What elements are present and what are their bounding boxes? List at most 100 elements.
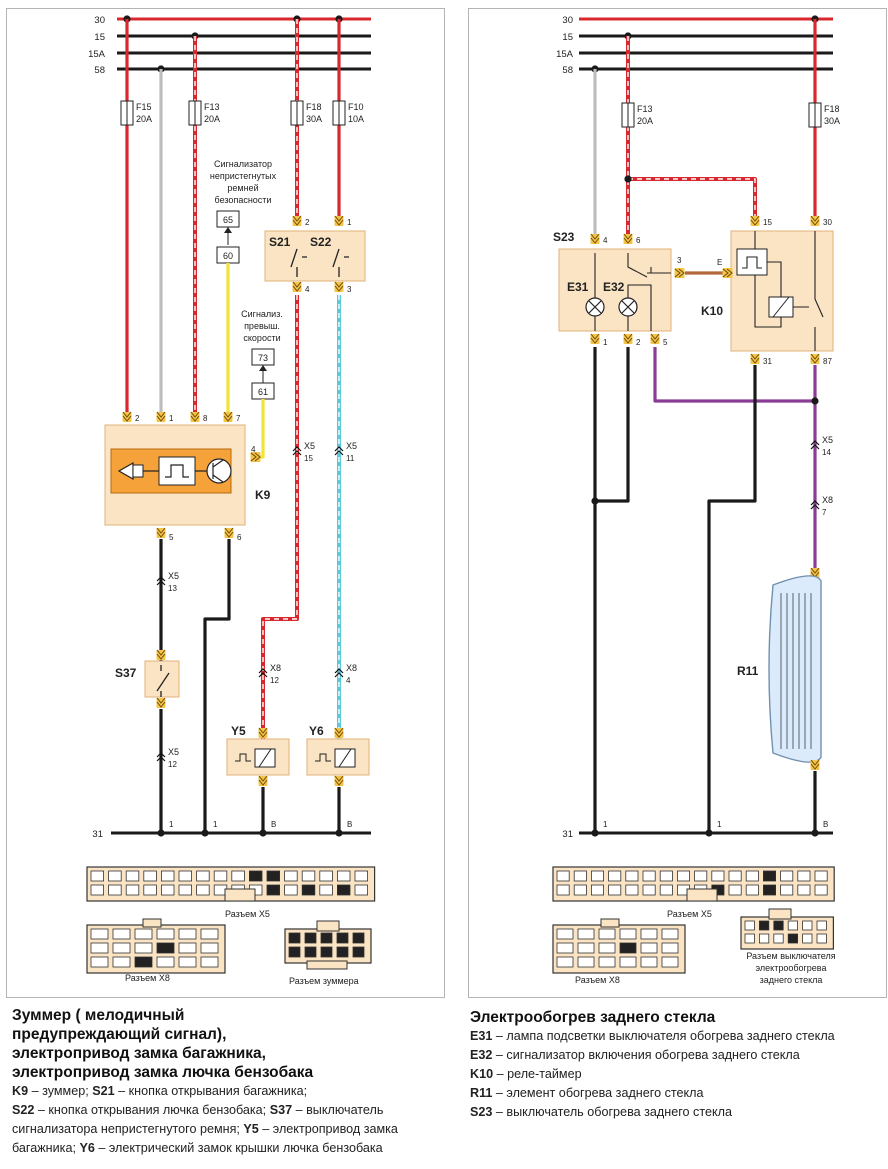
connector-x5-caption: Разъем X5	[667, 909, 712, 919]
pin-label: 6	[237, 533, 242, 542]
pin-label: 2	[305, 218, 310, 227]
heater-switch-connector-caption: электрообогрева	[756, 963, 827, 973]
connector-cell	[591, 884, 605, 896]
wire-f13-k10	[628, 177, 757, 224]
connector-cell	[640, 956, 658, 968]
caption-right-legend-code: K10	[470, 1067, 494, 1081]
caption-left-title-line: электропривод замка багажника,	[12, 1045, 266, 1062]
connector-cell	[336, 884, 351, 896]
connector-cell	[619, 942, 637, 954]
caption-left-legend-code: S37	[269, 1103, 293, 1117]
connector-cell	[266, 870, 281, 882]
connector-cell	[200, 928, 219, 940]
wire-f13-k10-stripe	[628, 178, 756, 224]
bus-label: 15A	[556, 49, 574, 60]
timer-icon	[736, 248, 768, 276]
relay-k10-block	[730, 230, 834, 352]
caption-right-title-line: Электрообогрев заднего стекла	[470, 1009, 716, 1026]
fuse-rating: 20A	[637, 116, 653, 126]
connector-cell	[625, 870, 639, 882]
connector-cell	[248, 870, 263, 882]
ground-junction	[201, 829, 209, 837]
connector-cell	[640, 928, 658, 940]
connector-cell	[336, 870, 351, 882]
fuse-rating: 30A	[306, 114, 322, 124]
connector-x5-latch	[224, 888, 256, 902]
connector-cell	[90, 884, 105, 896]
caption-left-legend-line: K9 – зуммер; S21 – кнопка открывания баг…	[12, 1082, 440, 1101]
connector-cell	[90, 942, 109, 954]
connector-cell	[591, 870, 605, 882]
connector-x8-latch	[142, 918, 162, 928]
wire-k10-ground	[707, 365, 757, 833]
connector-pin: 11	[346, 454, 355, 463]
pin	[258, 775, 268, 786]
connector-cell	[288, 932, 301, 944]
caption-right-legend-text: – лампа подсветки выключателя обогрева з…	[492, 1029, 835, 1043]
s23-pin-6	[623, 233, 633, 244]
connector-cell	[598, 942, 616, 954]
connector-cell	[573, 884, 587, 896]
k10-pin-31	[750, 353, 760, 364]
pin-label: 6	[636, 236, 641, 245]
seatbelt-indicator-label: ремней	[227, 183, 258, 193]
connector-cell	[90, 928, 109, 940]
connector-cell	[556, 870, 570, 882]
lamp-e31-label: E31	[567, 280, 589, 294]
left-schematic: 301515A58F1520AF1320AF1830AF1010AСигнали…	[86, 15, 376, 986]
connector-cell	[598, 928, 616, 940]
connector-cell	[659, 870, 673, 882]
connector-cell	[284, 870, 298, 882]
connector-cell	[762, 870, 776, 882]
connector-cell	[301, 870, 316, 882]
caption-right-legend-code: E31	[470, 1029, 493, 1043]
caption-left-legend-code: S21	[92, 1084, 115, 1098]
bus-label: 15	[94, 32, 105, 43]
connector-x5-11	[334, 446, 344, 456]
lamp-e31-cross	[588, 300, 602, 314]
pin	[156, 649, 166, 660]
wire-junction	[591, 497, 599, 505]
caption-left-title: Зуммер ( мелодичный предупреждающий сигн…	[12, 1006, 440, 1082]
k10-pin-87	[810, 353, 820, 364]
ground-pin-label: 1	[213, 820, 218, 829]
connector-cell	[556, 928, 574, 940]
switch-s37-symbol	[156, 665, 170, 697]
connector-cell	[284, 884, 298, 896]
heater-switch-connector-caption: Разъем выключателя	[746, 951, 835, 961]
bus-label: 30	[562, 15, 573, 26]
connector-cell	[156, 928, 175, 940]
connector-cell	[619, 956, 637, 968]
pin-label: 1	[603, 338, 608, 347]
k9-bottom-pin	[156, 527, 166, 538]
connector-cell	[787, 920, 799, 931]
connector-cell	[112, 928, 131, 940]
caption-left-title-line: предупреждающий сигнал),	[12, 1026, 227, 1043]
connector-x5-12	[156, 752, 166, 762]
caption-left-legend-text: багажника;	[12, 1141, 80, 1155]
connector-cell	[125, 870, 140, 882]
connector-cell	[134, 942, 153, 954]
pin-label: 7	[236, 414, 241, 423]
ground-pin-label: B	[271, 820, 276, 829]
caption-right-legend: E31 – лампа подсветки выключателя обогре…	[470, 1027, 885, 1122]
connector-cell	[320, 932, 333, 944]
bus-label: 58	[562, 65, 573, 76]
wire-junction	[624, 175, 632, 183]
connector-cell	[744, 920, 755, 931]
r11-pin-bottom	[810, 759, 820, 770]
connector-cell	[304, 946, 317, 958]
connector-cell	[814, 884, 828, 896]
wire-k9-ground	[203, 539, 231, 833]
speed-arrowhead	[259, 365, 267, 371]
ground-pin-label: B	[347, 820, 352, 829]
connector-x5-15	[292, 446, 302, 456]
caption-left-legend-text: – электрический замок крышки лючка бензо…	[94, 1141, 383, 1155]
connector-cell	[802, 933, 813, 944]
connector-name: X5	[346, 441, 357, 451]
connector-pin: 15	[304, 454, 313, 463]
lamp-e32-label: E32	[603, 280, 625, 294]
connector-cell	[608, 884, 622, 896]
connector-cell	[336, 946, 349, 958]
k9-top-pin	[156, 411, 166, 422]
